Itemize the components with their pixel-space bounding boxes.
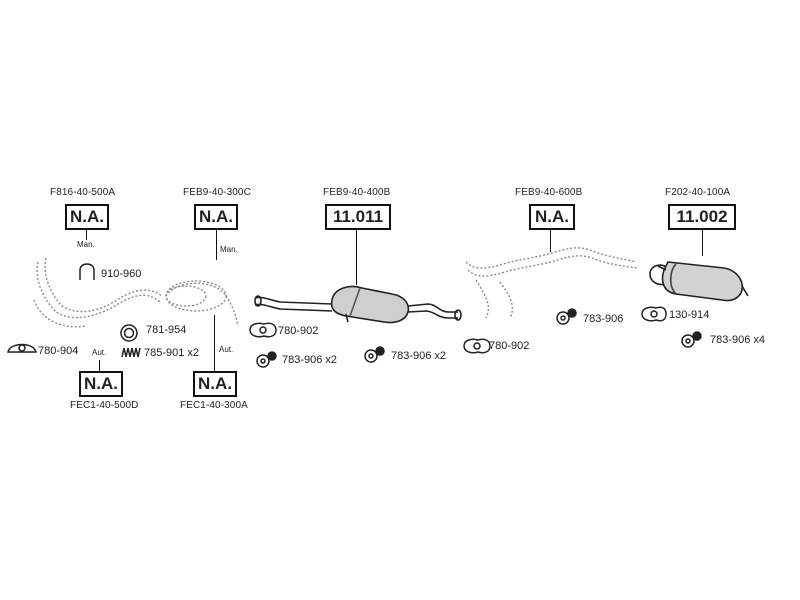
catalytic-converter-drawing	[165, 280, 239, 327]
part-number-f202: F202-40-100A	[665, 187, 731, 198]
part-label-781-954[interactable]: 781-954	[146, 324, 187, 336]
price-badge-fec1-300a[interactable]: N.A.	[193, 371, 237, 397]
connector-line	[216, 230, 217, 260]
transmission-note-aut: Aut.	[92, 348, 107, 357]
intermediate-pipe-drawing	[465, 247, 639, 319]
price-badge-feb9-400b[interactable]: 11.011	[325, 204, 391, 230]
transmission-note-man: Man.	[77, 240, 95, 249]
connector-line	[702, 230, 703, 256]
part-label-130-914[interactable]: 130-914	[669, 309, 710, 321]
middle-silencer-drawing	[254, 285, 462, 324]
transmission-note-aut: Aut.	[219, 345, 234, 354]
rear-silencer-drawing	[649, 261, 749, 302]
connector-line	[214, 315, 215, 371]
connector-line	[86, 230, 87, 240]
connector-line	[356, 230, 357, 285]
front-pipe-drawing	[33, 257, 163, 328]
part-number-fec1-500d: FEC1-40-500D	[70, 400, 139, 411]
part-label-783-906-a[interactable]: 783-906 x2	[282, 354, 338, 366]
part-number-f816: F816-40-500A	[50, 187, 116, 198]
price-badge-fec1-500d[interactable]: N.A.	[79, 371, 123, 397]
part-label-783-906-b[interactable]: 783-906 x2	[391, 350, 447, 362]
connector-line	[99, 360, 100, 371]
part-number-fec1-300a: FEC1-40-300A	[180, 400, 248, 411]
part-label-783-906-d[interactable]: 783-906 x4	[710, 334, 766, 346]
part-glyphs	[7, 263, 702, 368]
part-label-780-902-b[interactable]: 780-902	[489, 340, 530, 352]
part-label-780-904[interactable]: 780-904	[38, 345, 79, 357]
price-badge-f202[interactable]: 11.002	[668, 204, 736, 230]
part-label-783-906-c[interactable]: 783-906	[583, 313, 624, 325]
transmission-note-man: Man.	[220, 245, 238, 254]
part-label-785-901[interactable]: 785-901 x2	[144, 347, 200, 359]
price-badge-f816[interactable]: N.A.	[65, 204, 109, 230]
part-label-780-902-a[interactable]: 780-902	[278, 325, 319, 337]
part-number-feb9-600b: FEB9-40-600B	[515, 187, 583, 198]
part-number-feb9-300c: FEB9-40-300C	[183, 187, 251, 198]
price-badge-feb9-300c[interactable]: N.A.	[194, 204, 238, 230]
part-number-feb9-400b: FEB9-40-400B	[323, 187, 391, 198]
price-badge-feb9-600b[interactable]: N.A.	[529, 204, 575, 230]
connector-line	[550, 230, 551, 252]
part-label-910-960[interactable]: 910-960	[101, 268, 142, 280]
